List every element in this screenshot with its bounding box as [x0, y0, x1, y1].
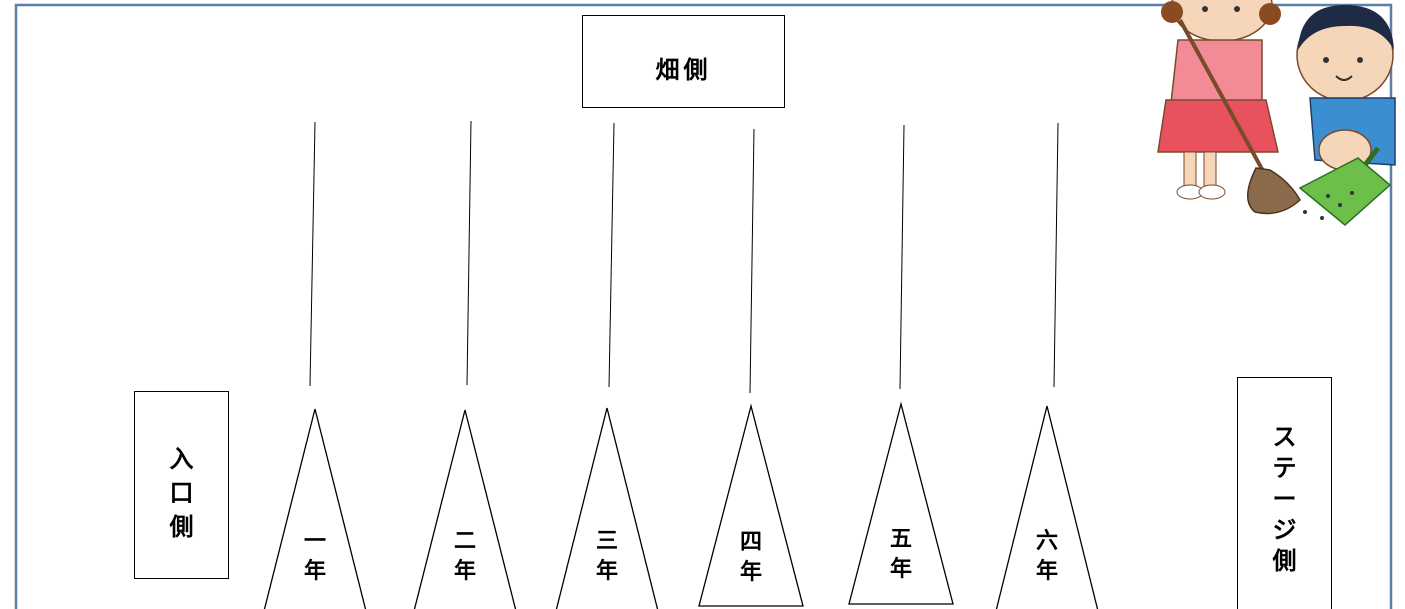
field-side-box: 畑側 — [582, 15, 785, 108]
grade-label-5: 五 年 — [881, 525, 921, 585]
stage-char: ス — [1272, 423, 1297, 451]
connector-line-2 — [466, 120, 472, 386]
field-side-label: 畑側 — [655, 56, 712, 84]
entrance-side-label: 入 口 側 — [135, 442, 228, 544]
stage-side-label: ス テ ー ジ 側 — [1238, 422, 1331, 577]
grade-suffix: 年 — [1035, 559, 1058, 584]
grade-number: 六 — [1035, 529, 1058, 554]
grade-number: 五 — [889, 527, 912, 552]
connector-line-4 — [749, 128, 755, 394]
stage-side-box: ス テ ー ジ 側 — [1237, 377, 1332, 609]
grade-suffix: 年 — [453, 559, 476, 584]
grade-number: 二 — [453, 529, 476, 554]
grade-suffix: 年 — [303, 559, 326, 584]
grade-label-6: 六 年 — [1027, 527, 1067, 587]
entrance-char: 口 — [169, 479, 194, 507]
grade-triangle-1 — [263, 408, 367, 609]
stage-char: 側 — [1272, 547, 1297, 575]
grade-triangle-4 — [698, 403, 804, 607]
grade-label-2: 二 年 — [445, 527, 485, 587]
stage-char: ー — [1272, 485, 1297, 513]
grade-label-4: 四 年 — [731, 528, 771, 588]
stage-char: ジ — [1272, 516, 1297, 544]
page-border — [14, 3, 1393, 609]
grade-triangle-5 — [848, 401, 954, 605]
entrance-char: 入 — [169, 445, 194, 473]
grade-triangle-3 — [555, 407, 659, 609]
grade-number: 三 — [595, 529, 618, 554]
grade-triangle-6 — [995, 405, 1099, 609]
children-sweeping-illustration — [1157, 0, 1396, 226]
grade-number: 一 — [303, 529, 326, 554]
connector-line-3 — [608, 122, 615, 388]
connector-line-5 — [899, 124, 905, 390]
grade-suffix: 年 — [889, 557, 912, 582]
grade-triangle-2 — [413, 409, 517, 609]
grade-label-1: 一 年 — [295, 527, 335, 587]
entrance-char: 側 — [169, 513, 194, 541]
grade-suffix: 年 — [595, 559, 618, 584]
entrance-side-box: 入 口 側 — [134, 391, 229, 579]
connector-line-6 — [1053, 122, 1059, 388]
grade-suffix: 年 — [739, 560, 762, 585]
connector-line-1 — [309, 121, 316, 387]
stage-char: テ — [1272, 454, 1297, 482]
grade-label-3: 三 年 — [587, 527, 627, 587]
grade-number: 四 — [739, 530, 762, 555]
